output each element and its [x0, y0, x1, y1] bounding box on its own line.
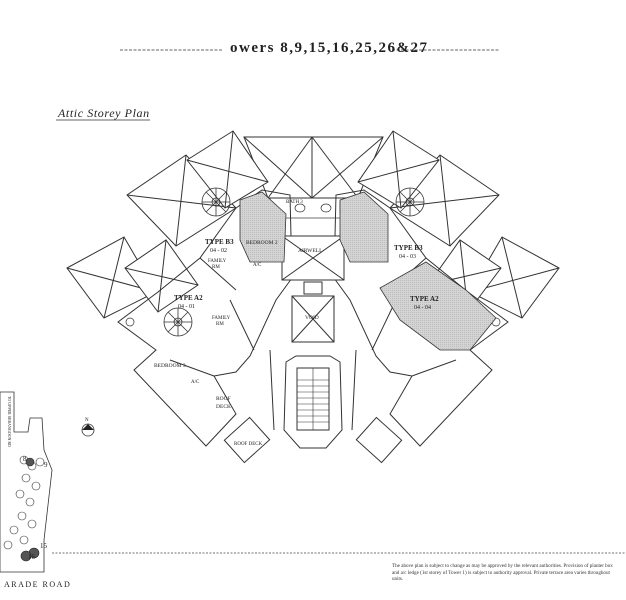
unit-type-b3-left: TYPE B3	[205, 238, 234, 246]
ac-ledge-label-upper: A/C	[253, 263, 262, 268]
bath-3-label: BATH 3	[286, 200, 303, 205]
site-key-plan: 8 9 15 16 TO UPPER SERANGOON RD	[0, 391, 53, 573]
top-roof-block	[243, 136, 384, 199]
site-tower-8: 8	[23, 455, 27, 463]
left-lower-roof	[66, 236, 199, 319]
unit-type-a2-left: TYPE A2	[174, 294, 203, 302]
family-rm-upper-line1: FAMILY	[208, 259, 227, 264]
void-label: VOID	[305, 315, 319, 321]
bedroom-2-shading	[239, 191, 287, 263]
north-arrow-icon: N	[81, 418, 95, 437]
type-a2-0404-shading	[379, 261, 497, 351]
ac-ledge-label-lower: A/C	[191, 380, 200, 385]
disclaimer-note: The above plan is subject to change as m…	[392, 563, 613, 583]
left-apartment-outline	[117, 189, 293, 464]
bedroom-3-label: BEDROOM 3	[154, 363, 186, 369]
central-core	[281, 235, 345, 343]
bedroom-2-label: BEDROOM 2	[246, 240, 278, 246]
central-stair	[269, 349, 357, 449]
unit-number-0404: 04 - 04	[414, 305, 431, 311]
site-side-road-label: TO UPPER SERANGOON RD	[7, 396, 12, 447]
roof-deck-line1: ROOF	[216, 396, 231, 402]
right-bedroom-shading	[339, 191, 389, 263]
tower-title: owers 8,9,15,16,25,26&27	[230, 40, 429, 56]
site-tower-15: 15	[40, 542, 48, 550]
unit-number-0402: 04 - 02	[210, 248, 227, 254]
unit-type-b3-right: TYPE B3	[394, 244, 423, 252]
unit-type-a2-right: TYPE A2	[410, 295, 439, 303]
airwell-label: AIRWELL	[298, 248, 323, 254]
family-rm-lower-line2: RM	[216, 322, 224, 327]
north-label: N	[85, 418, 89, 423]
family-rm-upper-line2: RM	[212, 265, 220, 270]
roof-deck-small-label: ROOF DECK	[234, 442, 263, 447]
site-tower-16: 16	[28, 553, 36, 561]
plan-title: Attic Storey Plan	[58, 106, 150, 120]
site-tower-9: 9	[44, 461, 48, 469]
roof-deck-line2: DECK	[216, 404, 231, 410]
unit-number-0401: 04 - 01	[178, 304, 195, 310]
site-road-label: ARADE ROAD	[4, 580, 71, 589]
upper-left-roof	[126, 130, 269, 247]
family-rm-lower-line1: FAMILY	[212, 316, 231, 321]
unit-number-0403: 04 - 03	[399, 254, 416, 260]
